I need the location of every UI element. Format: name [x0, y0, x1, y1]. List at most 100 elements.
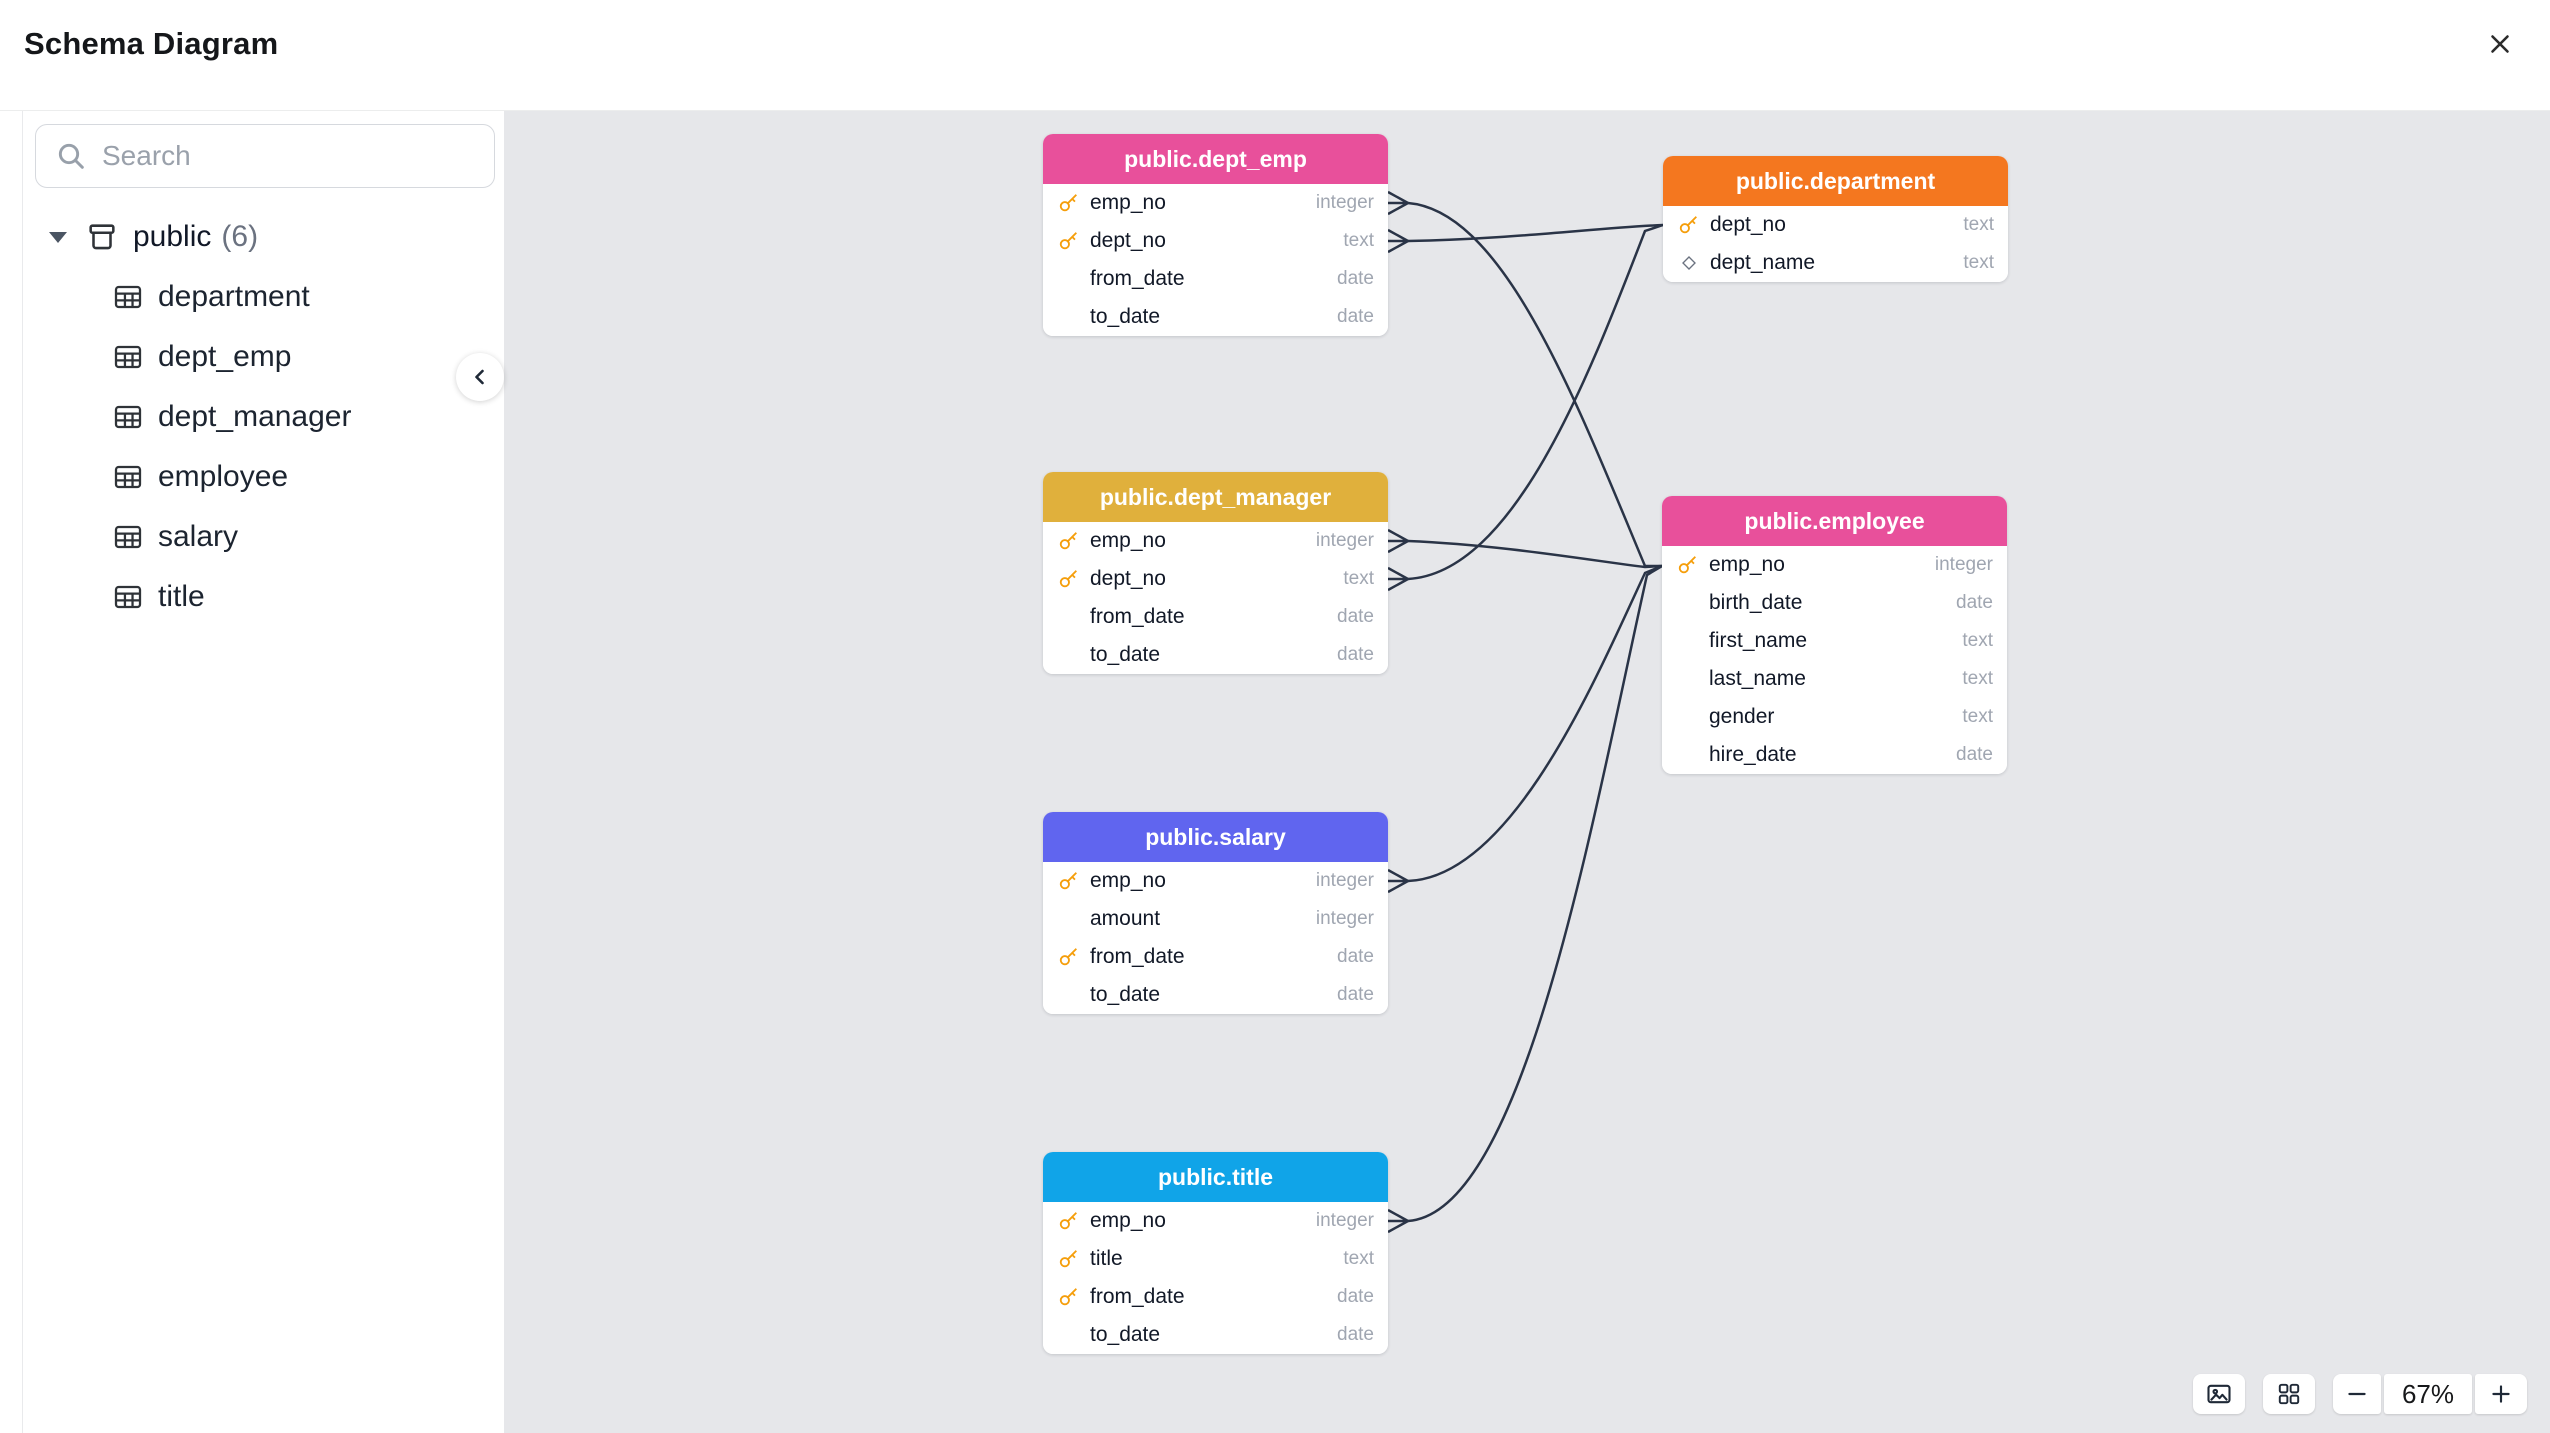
column-row: from_date date: [1043, 260, 1388, 298]
dialog-header: Schema Diagram: [0, 0, 2550, 110]
column-name: hire_date: [1709, 743, 1797, 766]
column-row: birth_date date: [1662, 584, 2007, 622]
auto-layout-button[interactable]: [2263, 1374, 2315, 1414]
column-name: title: [1090, 1247, 1123, 1270]
column-type: date: [1337, 644, 1374, 665]
column-name: first_name: [1709, 629, 1808, 652]
column-row: dept_no text: [1663, 206, 2008, 244]
column-type: text: [1343, 230, 1374, 251]
column-type: text: [1343, 1248, 1374, 1269]
node-public-dept_manager[interactable]: public.dept_manager emp_no integer dept_…: [1043, 472, 1388, 674]
close-button[interactable]: [2482, 26, 2518, 62]
node-public-salary[interactable]: public.salary emp_no integer amount inte…: [1043, 812, 1388, 1014]
schema-tree: public (6) department dept_emp dept_mana…: [23, 215, 505, 635]
column-icon-placeholder: [1676, 743, 1700, 767]
edge-dept_manager-employee: [1387, 528, 1663, 569]
column-icon-placeholder: [1057, 267, 1081, 291]
column-name: from_date: [1090, 267, 1185, 290]
table-name: dept_manager: [158, 400, 352, 433]
sidebar-item-title[interactable]: title: [23, 575, 505, 619]
diagram-canvas[interactable]: public.dept_emp emp_no integer dept_no t…: [504, 111, 2550, 1433]
column-type: integer: [1315, 1210, 1374, 1231]
zoom-controls: 67%: [2333, 1374, 2527, 1414]
sidebar-item-public-schema[interactable]: public (6): [23, 215, 505, 259]
column-icon-placeholder: [1057, 643, 1081, 667]
column-name: gender: [1709, 705, 1775, 728]
table-icon: [112, 461, 144, 493]
edge-title-employee: [1387, 564, 1663, 1234]
sidebar-item-dept_manager[interactable]: dept_manager: [23, 395, 505, 439]
column-row: to_date date: [1043, 976, 1388, 1014]
node-title: public.dept_emp: [1043, 134, 1388, 184]
sidebar-item-dept_emp[interactable]: dept_emp: [23, 335, 505, 379]
column-row: dept_name text: [1663, 244, 2008, 282]
column-icon-placeholder: [1057, 305, 1081, 329]
canvas-toolbar: 67%: [2193, 1374, 2527, 1414]
search-input[interactable]: [35, 124, 495, 188]
column-type: date: [1337, 1286, 1374, 1307]
column-row: emp_no integer: [1043, 522, 1388, 560]
plus-icon: [2488, 1381, 2514, 1407]
node-public-employee[interactable]: public.employee emp_no integer birth_dat…: [1662, 496, 2007, 774]
column-name: from_date: [1090, 1285, 1185, 1308]
column-type: integer: [1315, 908, 1374, 929]
column-row: title text: [1043, 1240, 1388, 1278]
edge-dept_manager-department: [1387, 223, 1664, 592]
zoom-out-button[interactable]: [2333, 1374, 2381, 1414]
column-icon-placeholder: [1057, 605, 1081, 629]
collapse-sidebar-button[interactable]: [456, 353, 504, 401]
table-icon: [112, 521, 144, 553]
column-name: emp_no: [1090, 191, 1166, 214]
column-name: dept_no: [1710, 213, 1786, 236]
column-name: to_date: [1090, 983, 1161, 1006]
table-name: employee: [158, 460, 289, 493]
schema-table-count: (6): [221, 220, 259, 253]
column-row: gender text: [1662, 698, 2007, 736]
column-type: date: [1337, 1324, 1374, 1345]
table-icon: [112, 281, 144, 313]
column-name: dept_no: [1090, 567, 1166, 590]
primary-key-icon: [1057, 229, 1081, 253]
node-title: public.employee: [1662, 496, 2007, 546]
grid-icon: [2276, 1381, 2302, 1407]
primary-key-icon: [1057, 945, 1081, 969]
column-type: integer: [1315, 870, 1374, 891]
column-icon-placeholder: [1057, 907, 1081, 931]
search-box: [35, 124, 495, 188]
zoom-in-button[interactable]: [2475, 1374, 2527, 1414]
column-name: emp_no: [1090, 1209, 1166, 1232]
primary-key-icon: [1677, 213, 1701, 237]
sidebar-item-employee[interactable]: employee: [23, 455, 505, 499]
column-row: hire_date date: [1662, 736, 2007, 774]
column-row: amount integer: [1043, 900, 1388, 938]
column-type: text: [1343, 568, 1374, 589]
column-icon-placeholder: [1676, 629, 1700, 653]
relationship-edges: [1387, 190, 1664, 1234]
chevron-down-icon[interactable]: [49, 231, 67, 243]
primary-key-icon: [1057, 1247, 1081, 1271]
image-icon: [2205, 1380, 2233, 1408]
column-type: integer: [1315, 530, 1374, 551]
column-name: from_date: [1090, 945, 1185, 968]
table-name: dept_emp: [158, 340, 292, 373]
download-image-button[interactable]: [2193, 1374, 2245, 1414]
column-type: text: [1963, 214, 1994, 235]
node-public-department[interactable]: public.department dept_no text dept_name…: [1663, 156, 2008, 282]
sidebar-item-salary[interactable]: salary: [23, 515, 505, 559]
unique-diamond-icon: [1677, 251, 1701, 275]
column-name: to_date: [1090, 1323, 1161, 1346]
primary-key-icon: [1057, 1285, 1081, 1309]
column-row: dept_no text: [1043, 560, 1388, 598]
column-name: last_name: [1709, 667, 1806, 690]
node-public-title[interactable]: public.title emp_no integer title text f…: [1043, 1152, 1388, 1354]
table-icon: [112, 341, 144, 373]
primary-key-icon: [1057, 869, 1081, 893]
column-type: date: [1337, 268, 1374, 289]
node-public-dept_emp[interactable]: public.dept_emp emp_no integer dept_no t…: [1043, 134, 1388, 336]
column-row: emp_no integer: [1043, 184, 1388, 222]
column-type: date: [1337, 306, 1374, 327]
column-row: to_date date: [1043, 298, 1388, 336]
sidebar-item-department[interactable]: department: [23, 275, 505, 319]
table-icon: [112, 581, 144, 613]
table-icon: [112, 401, 144, 433]
